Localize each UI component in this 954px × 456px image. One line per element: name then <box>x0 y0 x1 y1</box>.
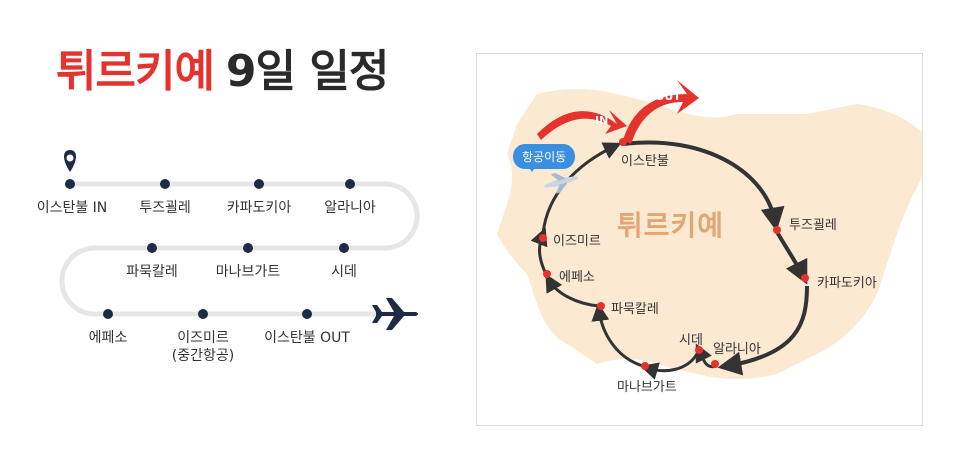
route-label-manavgat: 마나브가트 <box>215 264 281 280</box>
in-tag: IN <box>595 114 609 127</box>
map-dot-istanbul <box>619 138 627 146</box>
map-label-ephesus: 에페소 <box>559 270 595 285</box>
route-label-side: 시데 <box>331 264 357 280</box>
map-dot-cappadocia <box>801 274 809 282</box>
route-dots <box>65 179 355 319</box>
turkey-map: 튀르키예 항공이동 IN OUT 이스탄불 투즈괼레 카파도키아 알라니아 시데… <box>476 53 923 426</box>
route-dot-izmir <box>198 309 208 319</box>
out-arrow <box>623 80 699 144</box>
route-label-istanbul-in: 이스탄불 IN <box>36 200 108 216</box>
out-tag: OUT <box>655 90 681 103</box>
map-label-pamukkale: 파묵칼레 <box>611 302 659 317</box>
map-label-manavgat: 마나브가트 <box>617 380 677 395</box>
map-label-alanya: 알라니아 <box>713 342 761 357</box>
route-label-pamukkale: 파묵칼레 <box>126 264 178 280</box>
route-dot-istanbul-out <box>302 309 312 319</box>
map-dot-ephesus <box>543 270 551 278</box>
map-dot-izmir <box>539 234 547 242</box>
map-country-label: 튀르키예 <box>617 209 725 242</box>
route-label-alanya: 알라니아 <box>324 200 376 216</box>
map-graphic <box>497 80 922 380</box>
map-dot-side <box>695 346 703 354</box>
route-dot-pamukkale <box>147 243 157 253</box>
route-dot-side <box>339 243 349 253</box>
title-rest: 9일 일정 <box>225 46 389 97</box>
route-label-cappadocia: 카파도키아 <box>226 200 292 216</box>
route-dot-tuzgolu <box>160 179 170 189</box>
airplane-icon <box>543 173 579 194</box>
map-label-side: 시데 <box>679 333 703 348</box>
map-dot-alanya <box>711 360 719 368</box>
map-dot-tuzgolu <box>773 226 781 234</box>
map-label-istanbul: 이스탄불 <box>621 154 669 169</box>
airplane-icon <box>372 298 418 330</box>
route-dot-ephesus <box>103 309 113 319</box>
map-label-izmir: 이즈미르 <box>553 234 601 249</box>
in-arrow <box>537 110 627 140</box>
route-track <box>59 181 420 317</box>
map-dot-manavgat <box>641 362 649 370</box>
route-label-izmir: 이즈미르 (중간항공) <box>171 330 235 364</box>
flight-badge-tail <box>527 165 537 172</box>
location-pin-icon <box>64 150 76 172</box>
map-label-cappadocia: 카파도키아 <box>817 276 877 291</box>
map-label-tuzgolu: 투즈괼레 <box>789 218 837 233</box>
route-label-ephesus: 에페소 <box>88 330 128 346</box>
route-dot-cappadocia <box>254 179 264 189</box>
route-dot-alanya <box>345 179 355 189</box>
route-dot-manavgat <box>243 243 253 253</box>
route-diagram <box>59 150 420 330</box>
route-label-tuzgolu: 투즈괼레 <box>139 200 191 216</box>
flight-badge: 항공이동 <box>513 144 576 169</box>
route-arc <box>622 140 785 232</box>
route-dot-istanbul-in <box>65 179 75 189</box>
route-label-istanbul-out: 이스탄불 OUT <box>264 330 350 346</box>
map-dot-pamukkale <box>597 302 605 310</box>
title-highlight: 튀르키예 <box>56 46 215 97</box>
